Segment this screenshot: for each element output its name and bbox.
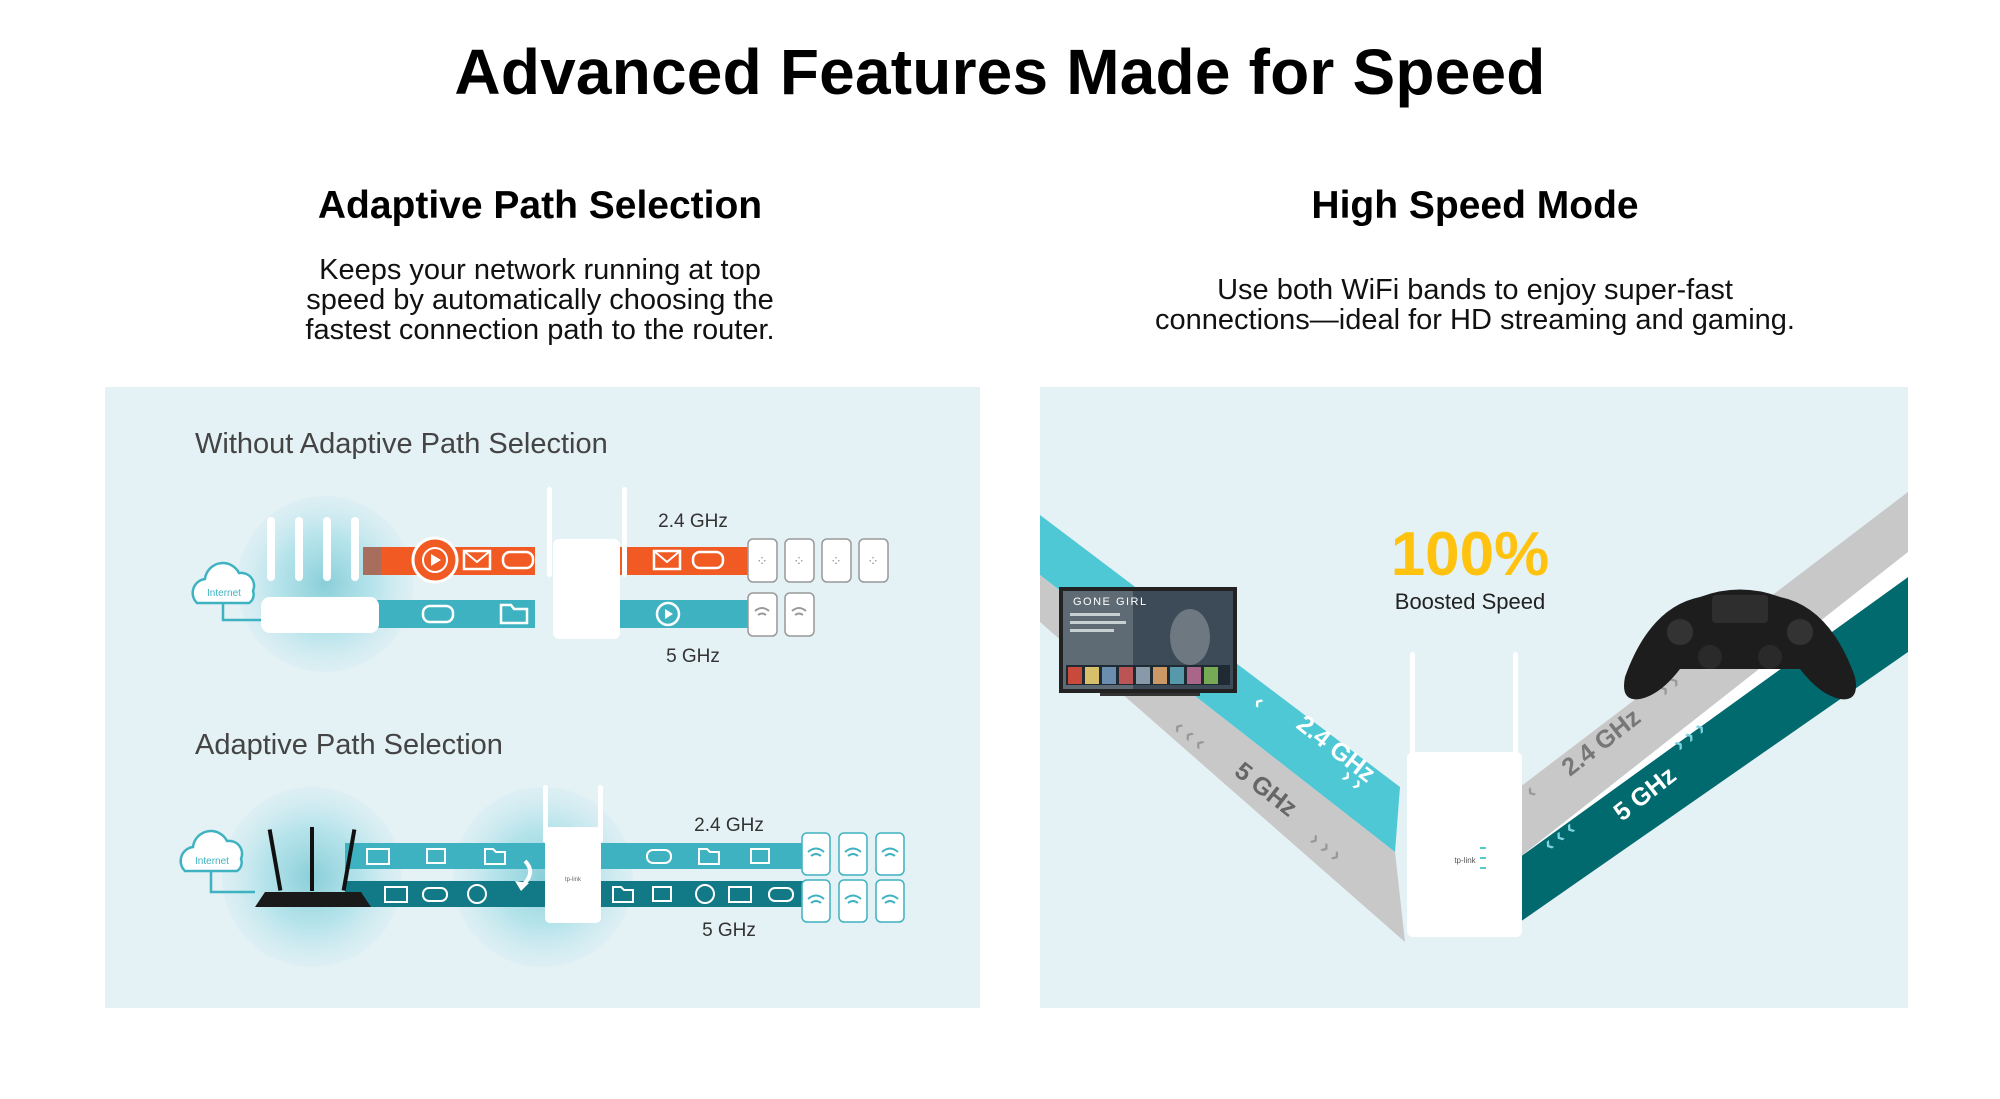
router-icon <box>261 517 379 633</box>
mail-icon <box>366 848 390 865</box>
feature-adaptive-description: Keeps your network running at top speed … <box>105 255 975 345</box>
adaptive-path-diagram: Without Adaptive Path Selection Internet <box>105 387 980 1008</box>
description-line: fastest connection path to the router. <box>305 314 775 346</box>
internet-link-line <box>221 604 265 622</box>
gamepad-icon <box>421 604 455 624</box>
internet-label: Internet <box>195 856 229 867</box>
orange-band-fade <box>363 547 381 575</box>
description-line: speed by automatically choosing the <box>306 284 774 316</box>
range-extender-icon: tp-link <box>1407 652 1522 937</box>
grey-band-right <box>1520 492 1908 857</box>
black-router-icon <box>255 827 371 907</box>
boosted-speed-label: Boosted Speed <box>1395 589 1545 614</box>
adaptive-path-svg: Without Adaptive Path Selection Internet <box>179 428 905 967</box>
feature-highspeed-title: High Speed Mode <box>1311 184 1639 227</box>
upper-band-icons <box>366 848 770 865</box>
band-5-label: 5 GHz <box>666 646 720 667</box>
description-line: Keeps your network running at top <box>319 254 761 286</box>
folder-icon <box>698 848 720 865</box>
video-icon <box>652 886 672 902</box>
mail-icon <box>384 886 408 903</box>
play-circle-icon <box>655 601 681 627</box>
svg-text:⁘: ⁘ <box>830 553 842 569</box>
boosted-percent: 100% <box>1391 520 1550 589</box>
phone-loading-icons: ⁘ ⁘ ⁘ ⁘ <box>747 538 889 583</box>
gamepad-icon <box>646 849 672 864</box>
internet-cloud-icon: Internet <box>179 829 244 873</box>
folder-icon <box>499 603 529 625</box>
gamepad-icon <box>691 550 725 570</box>
high-speed-svg: 2.4 GHz 5 GHz 2.4 GHz 5 GHz ‹ › › ‹ ‹ ‹ … <box>1040 492 1908 942</box>
adaptive-label: Adaptive Path Selection <box>195 729 503 761</box>
orange-band-icons <box>411 536 725 584</box>
gamepad-icon <box>501 550 535 570</box>
brand-logo: tp-link <box>1454 856 1476 865</box>
play-circle-icon <box>467 884 487 904</box>
without-adaptive-label: Without Adaptive Path Selection <box>195 428 608 460</box>
phone-wifi-icons <box>747 592 815 637</box>
folder-icon <box>612 886 634 903</box>
mail-icon <box>462 549 492 571</box>
svg-text:⁘: ⁘ <box>756 553 768 569</box>
svg-text:tp-link: tp-link <box>565 877 582 883</box>
page-title: Advanced Features Made for Speed <box>454 36 1546 108</box>
internet-cloud-icon: Internet <box>191 561 256 605</box>
band-24-label: 2.4 GHz <box>658 511 728 532</box>
gamepad-icon <box>1624 589 1856 700</box>
svg-text:⁘: ⁘ <box>793 553 805 569</box>
mail-icon <box>728 886 752 903</box>
range-extender-icon: tp-link <box>543 785 603 923</box>
high-speed-diagram: 2.4 GHz 5 GHz 2.4 GHz 5 GHz ‹ › › ‹ ‹ ‹ … <box>1040 387 1908 1008</box>
folder-icon <box>484 848 506 865</box>
mail-icon <box>652 549 682 571</box>
teal-band-icons <box>421 601 681 627</box>
description-line: connections—ideal for HD streaming and g… <box>1155 304 1795 336</box>
gamepad-icon <box>422 887 448 902</box>
feature-highspeed-description: Use both WiFi bands to enjoy super-fast … <box>1040 275 1910 335</box>
range-extender-icon <box>547 487 627 639</box>
internet-link-line <box>209 872 255 894</box>
lower-band-icons <box>384 884 794 904</box>
gamepad-icon <box>768 887 794 902</box>
video-icon <box>426 848 446 864</box>
tv-movie-title: GONE GIRL <box>1073 596 1148 608</box>
tv-icon: GONE GIRL <box>1059 587 1237 696</box>
band-5-label: 5 GHz <box>702 920 756 941</box>
feature-adaptive-title: Adaptive Path Selection <box>317 184 763 227</box>
video-icon <box>750 848 770 864</box>
internet-label: Internet <box>207 588 241 599</box>
svg-text:⁘: ⁘ <box>867 553 879 569</box>
play-circle-icon <box>695 884 715 904</box>
band-24-label: 2.4 GHz <box>694 815 764 836</box>
description-line: Use both WiFi bands to enjoy super-fast <box>1217 274 1733 306</box>
phone-wifi-icons <box>801 832 905 923</box>
